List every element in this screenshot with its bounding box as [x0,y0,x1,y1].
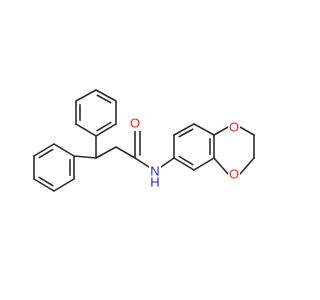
carbonyl-oxygen-label: O [130,116,140,131]
oxygen-bottom-to-aryl-bond [213,157,229,175]
upper-phenyl-bond [95,123,117,137]
benzodioxin-benzene-bond [173,123,195,136]
upper-phenyl-inner-double-bond [96,121,112,132]
benzodioxin-benzene-bond [173,157,195,171]
ch2-to-oxygen-bottom-bond [239,157,255,175]
aryl-to-oxygen-top-bond [213,126,229,136]
lower-phenyl-bond [53,178,75,192]
upper-phenyl-inner-double-bond [96,94,112,104]
nitrogen-to-benzodioxin-bond [160,157,175,168]
ch-to-ch2-bond [95,146,117,159]
lower-phenyl-inner-double-bond [38,176,54,187]
amide-nitrogen-label: N [150,164,159,179]
carbonyl-oxygen-atom: O [129,115,141,131]
upper-phenyl-bond [75,123,97,137]
amide-hydrogen-label: H [150,175,159,190]
benzodioxin-benzene-inner-double-bond [178,155,194,166]
ch-to-lower-phenyl-bond [73,155,97,159]
benzodioxin-benzene-bond [193,157,215,171]
dioxane-oxygen-bottom-atom: O [228,166,240,182]
upper-phenyl-bond [95,89,117,102]
benzodioxin-benzene-bond [193,123,215,136]
dioxane-oxygen-bottom-label: O [229,167,239,182]
carbonyl-to-nitrogen-bond [134,157,150,168]
lower-phenyl-inner-double-bond [38,148,54,159]
amide-nitrogen-atom: N H [149,163,161,190]
ch2-to-carbonyl-bond [115,146,136,159]
molecule-structure-diagram: O N H O O [33,89,255,192]
oxygen-top-to-ch2-bond [239,126,255,136]
lower-phenyl-bond [33,143,55,157]
upper-phenyl-bond [75,89,97,102]
dioxane-oxygen-top-atom: O [228,119,240,135]
benzodioxin-benzene-inner-double-bond [178,128,194,138]
dioxane-oxygen-top-label: O [229,120,239,135]
lower-phenyl-bond [33,178,55,192]
lower-phenyl-bond [53,143,75,157]
bond-layer [33,89,255,192]
